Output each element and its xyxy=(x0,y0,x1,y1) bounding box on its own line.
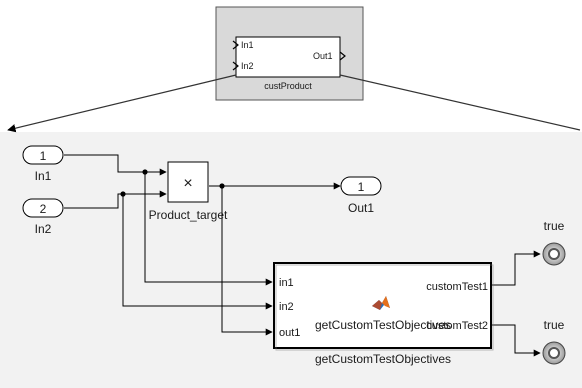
terminator-top-value: true xyxy=(544,219,565,233)
inport-2-number: 2 xyxy=(40,202,47,216)
objectives-inner-label: getCustomTestObjectives xyxy=(315,318,451,332)
objectives-in1-label: in1 xyxy=(279,277,294,289)
objectives-in2-label: in2 xyxy=(279,301,294,313)
product-block[interactable]: × xyxy=(167,161,209,203)
branch-point-in2 xyxy=(120,191,126,197)
signal-lines xyxy=(64,154,541,357)
callout-out1-chevron-icon xyxy=(339,51,346,61)
custom-test-objectives-block[interactable] xyxy=(273,262,494,351)
objectives-out1-label: out1 xyxy=(279,327,300,339)
callout-in2-label: In2 xyxy=(241,61,254,71)
terminator-bottom-value: true xyxy=(544,318,565,332)
inport-1-number: 1 xyxy=(40,149,47,163)
objectives-block-name: getCustomTestObjectives xyxy=(315,352,451,366)
outport-1-number: 1 xyxy=(358,180,365,194)
branch-point-out xyxy=(219,183,225,189)
outport-1-name: Out1 xyxy=(348,201,374,215)
inport-1-name: In1 xyxy=(35,169,52,183)
objectives-custom-test2-label: customTest2 xyxy=(426,320,488,332)
inport-1[interactable]: 1 xyxy=(22,145,64,165)
inport-2-name: In2 xyxy=(35,222,52,236)
matlab-logo-icon xyxy=(372,296,390,310)
outport-1[interactable]: 1 xyxy=(340,176,382,196)
callout-in1-chevron-icon xyxy=(232,40,239,50)
zoom-line-right xyxy=(339,74,581,131)
callout-in2-chevron-icon xyxy=(232,61,239,71)
product-symbol: × xyxy=(183,175,192,192)
zoom-line-left xyxy=(7,74,237,133)
callout-in1-label: In1 xyxy=(241,40,254,50)
product-block-name: Product_target xyxy=(149,208,228,222)
objectives-custom-test1-label: customTest1 xyxy=(426,281,488,293)
cust-product-block[interactable] xyxy=(235,36,341,78)
callout-out1-label: Out1 xyxy=(313,51,333,61)
inport-2[interactable]: 2 xyxy=(22,198,64,218)
terminator-bottom-icon[interactable] xyxy=(542,341,566,365)
callout-parent-view: In1 In2 Out1 custProduct xyxy=(215,6,364,101)
callout-block-name: custProduct xyxy=(264,81,312,91)
branch-point-in1 xyxy=(142,169,148,175)
terminator-top-icon[interactable] xyxy=(542,242,566,266)
